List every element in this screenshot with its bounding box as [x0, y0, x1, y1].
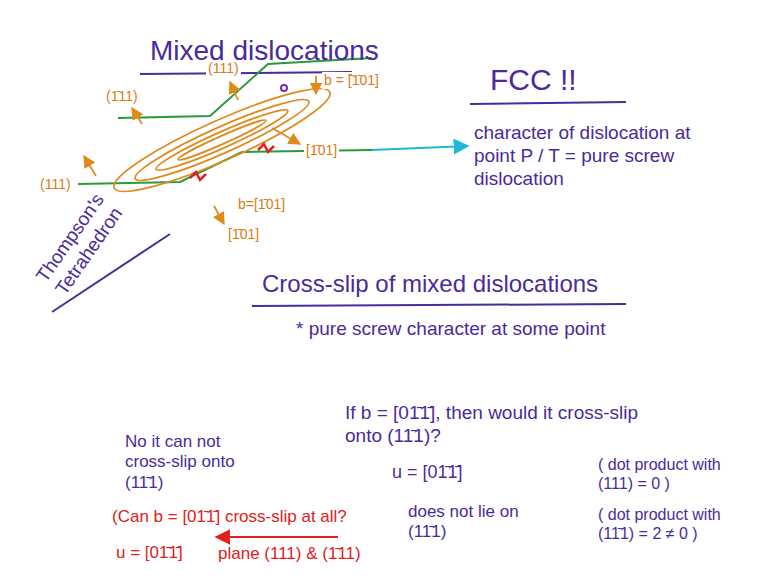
title: Mixed dislocations — [150, 34, 379, 68]
note: does not lie on (11̄1) — [408, 502, 520, 543]
normal-arrow — [230, 82, 238, 100]
note: * pure screw character at some point — [296, 318, 605, 341]
heading: FCC !! — [490, 62, 577, 98]
plane-label: (111) — [206, 60, 241, 77]
question: If b = [01̄1̄], then would it cross-slip… — [345, 402, 645, 448]
heading: Cross-slip of mixed dislocations — [262, 270, 598, 299]
note: ( dot product with (11̄1) = 2 ≠ 0 ) — [598, 505, 754, 543]
point-mark — [258, 144, 274, 152]
burgers-arrow — [315, 76, 317, 94]
note: plane (111) & (1̄11) — [218, 544, 361, 564]
pointer-arrow — [216, 536, 338, 538]
underline — [470, 102, 626, 104]
burgers-label: [1̄01] — [226, 226, 261, 243]
plane-label: (1̄11) — [104, 88, 140, 105]
question: (Can b = [01̄1̄] cross-slip at all? — [112, 507, 347, 527]
burgers-arrow — [272, 128, 300, 144]
point-mark — [190, 172, 206, 180]
dislocation-loop — [106, 74, 338, 207]
note: ( dot product with (111) = 0 ) — [598, 455, 754, 493]
plane-label: (111) — [38, 176, 73, 193]
equation: u = [01̄1̄] — [392, 462, 463, 484]
burgers-label: b = [̄1̄01] — [322, 72, 381, 89]
burgers-label: [1̄01] — [304, 142, 339, 159]
note: character of dislocation at point P / T … — [474, 122, 710, 190]
pointer-arrow — [372, 146, 468, 150]
underline — [252, 304, 626, 306]
point-mark — [281, 85, 287, 91]
normal-arrow — [84, 156, 96, 176]
burgers-label: b=[1̄01] — [236, 196, 287, 213]
answer: No it can not cross-slip onto (11̄1) — [125, 432, 257, 493]
burgers-arrow — [214, 206, 224, 224]
equation: u = [01̄1̄] — [116, 543, 183, 563]
normal-arrow — [132, 108, 142, 124]
underline — [140, 72, 352, 74]
